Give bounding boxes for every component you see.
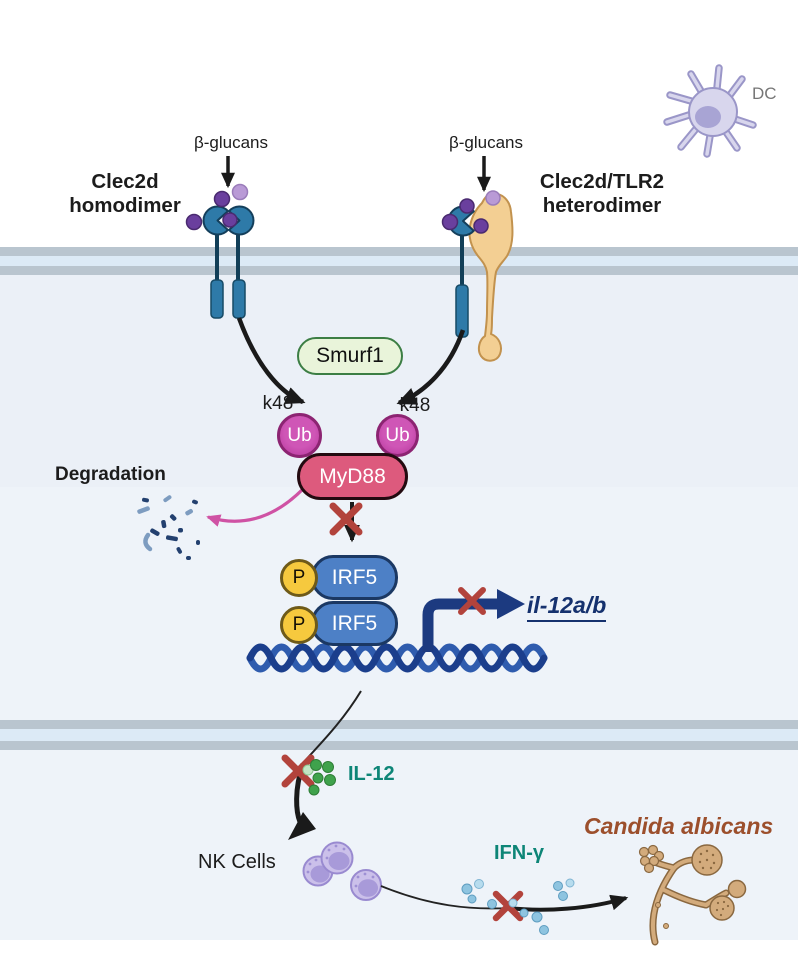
dc-label: DC bbox=[752, 84, 777, 103]
degraded-protein-fragments bbox=[137, 495, 200, 560]
candida-head-small bbox=[709, 895, 735, 921]
beta-glucan-particles-right bbox=[441, 190, 501, 234]
clec2d-homodimer-receptor bbox=[185, 183, 255, 319]
irf5-protein-bottom: IRF5 bbox=[311, 601, 398, 646]
candida-bud bbox=[727, 879, 747, 899]
candida-albicans-label: Candida albicans bbox=[584, 813, 774, 839]
il12-cytokine-dots bbox=[302, 759, 336, 796]
clec2d-tlr2-heterodimer-receptor bbox=[441, 190, 514, 362]
inhibition-x-il12 bbox=[281, 754, 315, 788]
il12ab-gene-label: il-12a/b bbox=[527, 592, 607, 623]
nk-cell bbox=[320, 841, 354, 875]
ifn-gamma-cytokine-dots bbox=[461, 878, 575, 935]
signal-arrow-left bbox=[236, 317, 306, 405]
k48-label-right: k48 bbox=[399, 395, 431, 416]
k48-label-left: k48 bbox=[262, 393, 294, 414]
nk-candida-arrow bbox=[507, 894, 629, 912]
gene-transcription-arrow bbox=[422, 589, 525, 652]
secretion-curve bbox=[302, 690, 362, 764]
ubiquitin-right: Ub bbox=[376, 414, 419, 457]
smurf1-label: Smurf1 bbox=[316, 344, 384, 367]
extracellular-lower-region bbox=[0, 750, 798, 940]
beta-glucan-particles-left bbox=[185, 183, 249, 231]
degradation-arrow bbox=[206, 487, 305, 527]
il12-nk-arrowhead bbox=[288, 812, 316, 840]
plasma-membrane-top bbox=[0, 247, 798, 275]
tlr2-receptor bbox=[468, 192, 514, 362]
irf5-bottom-label: IRF5 bbox=[331, 611, 378, 635]
beta-glucans-label-right: β-glucans bbox=[448, 133, 524, 152]
nk-cells-label: NK Cells bbox=[198, 851, 276, 873]
ifn-gamma-label: IFN-γ bbox=[494, 842, 544, 864]
cytoplasm-lower-region bbox=[0, 487, 798, 720]
dc-nucleus bbox=[695, 106, 721, 128]
p-bottom-label: P bbox=[292, 614, 306, 635]
phospho-group-bottom: P bbox=[280, 606, 318, 644]
irf5-top-label: IRF5 bbox=[331, 565, 378, 589]
inhibition-x-gene bbox=[458, 587, 486, 615]
inhibition-x-ifng bbox=[492, 890, 524, 922]
nk-cells bbox=[302, 841, 382, 901]
myd88-protein: MyD88 bbox=[297, 453, 408, 500]
smurf1-enzyme: Smurf1 bbox=[297, 337, 403, 375]
myd88-label: MyD88 bbox=[319, 464, 386, 488]
ub-left-label: Ub bbox=[287, 424, 312, 446]
nk-cell bbox=[350, 869, 382, 901]
p-top-label: P bbox=[292, 567, 306, 588]
ubiquitin-left: Ub bbox=[277, 413, 322, 458]
dendritic-cell bbox=[663, 64, 757, 158]
clec2d-homodimer-label: Clec2d homodimer bbox=[69, 170, 181, 218]
candida-spore-cluster bbox=[638, 844, 665, 874]
candida-albicans-illustration bbox=[638, 844, 747, 946]
beta-glucans-label-left: β-glucans bbox=[193, 133, 269, 152]
phospho-group-top: P bbox=[280, 559, 318, 597]
plasma-membrane-bottom bbox=[0, 720, 798, 750]
clec2d-tlr2-heterodimer-label: Clec2d/TLR2 heterodimer bbox=[539, 170, 665, 218]
degradation-label: Degradation bbox=[55, 464, 166, 485]
inhibition-x-myd88 bbox=[329, 502, 363, 536]
irf5-protein-top: IRF5 bbox=[311, 555, 398, 600]
ub-right-label: Ub bbox=[385, 424, 410, 446]
signal-arrow-right bbox=[396, 329, 466, 406]
dna-helix bbox=[246, 643, 548, 673]
il12-label: IL-12 bbox=[348, 763, 395, 785]
ifng-curve bbox=[380, 885, 509, 910]
